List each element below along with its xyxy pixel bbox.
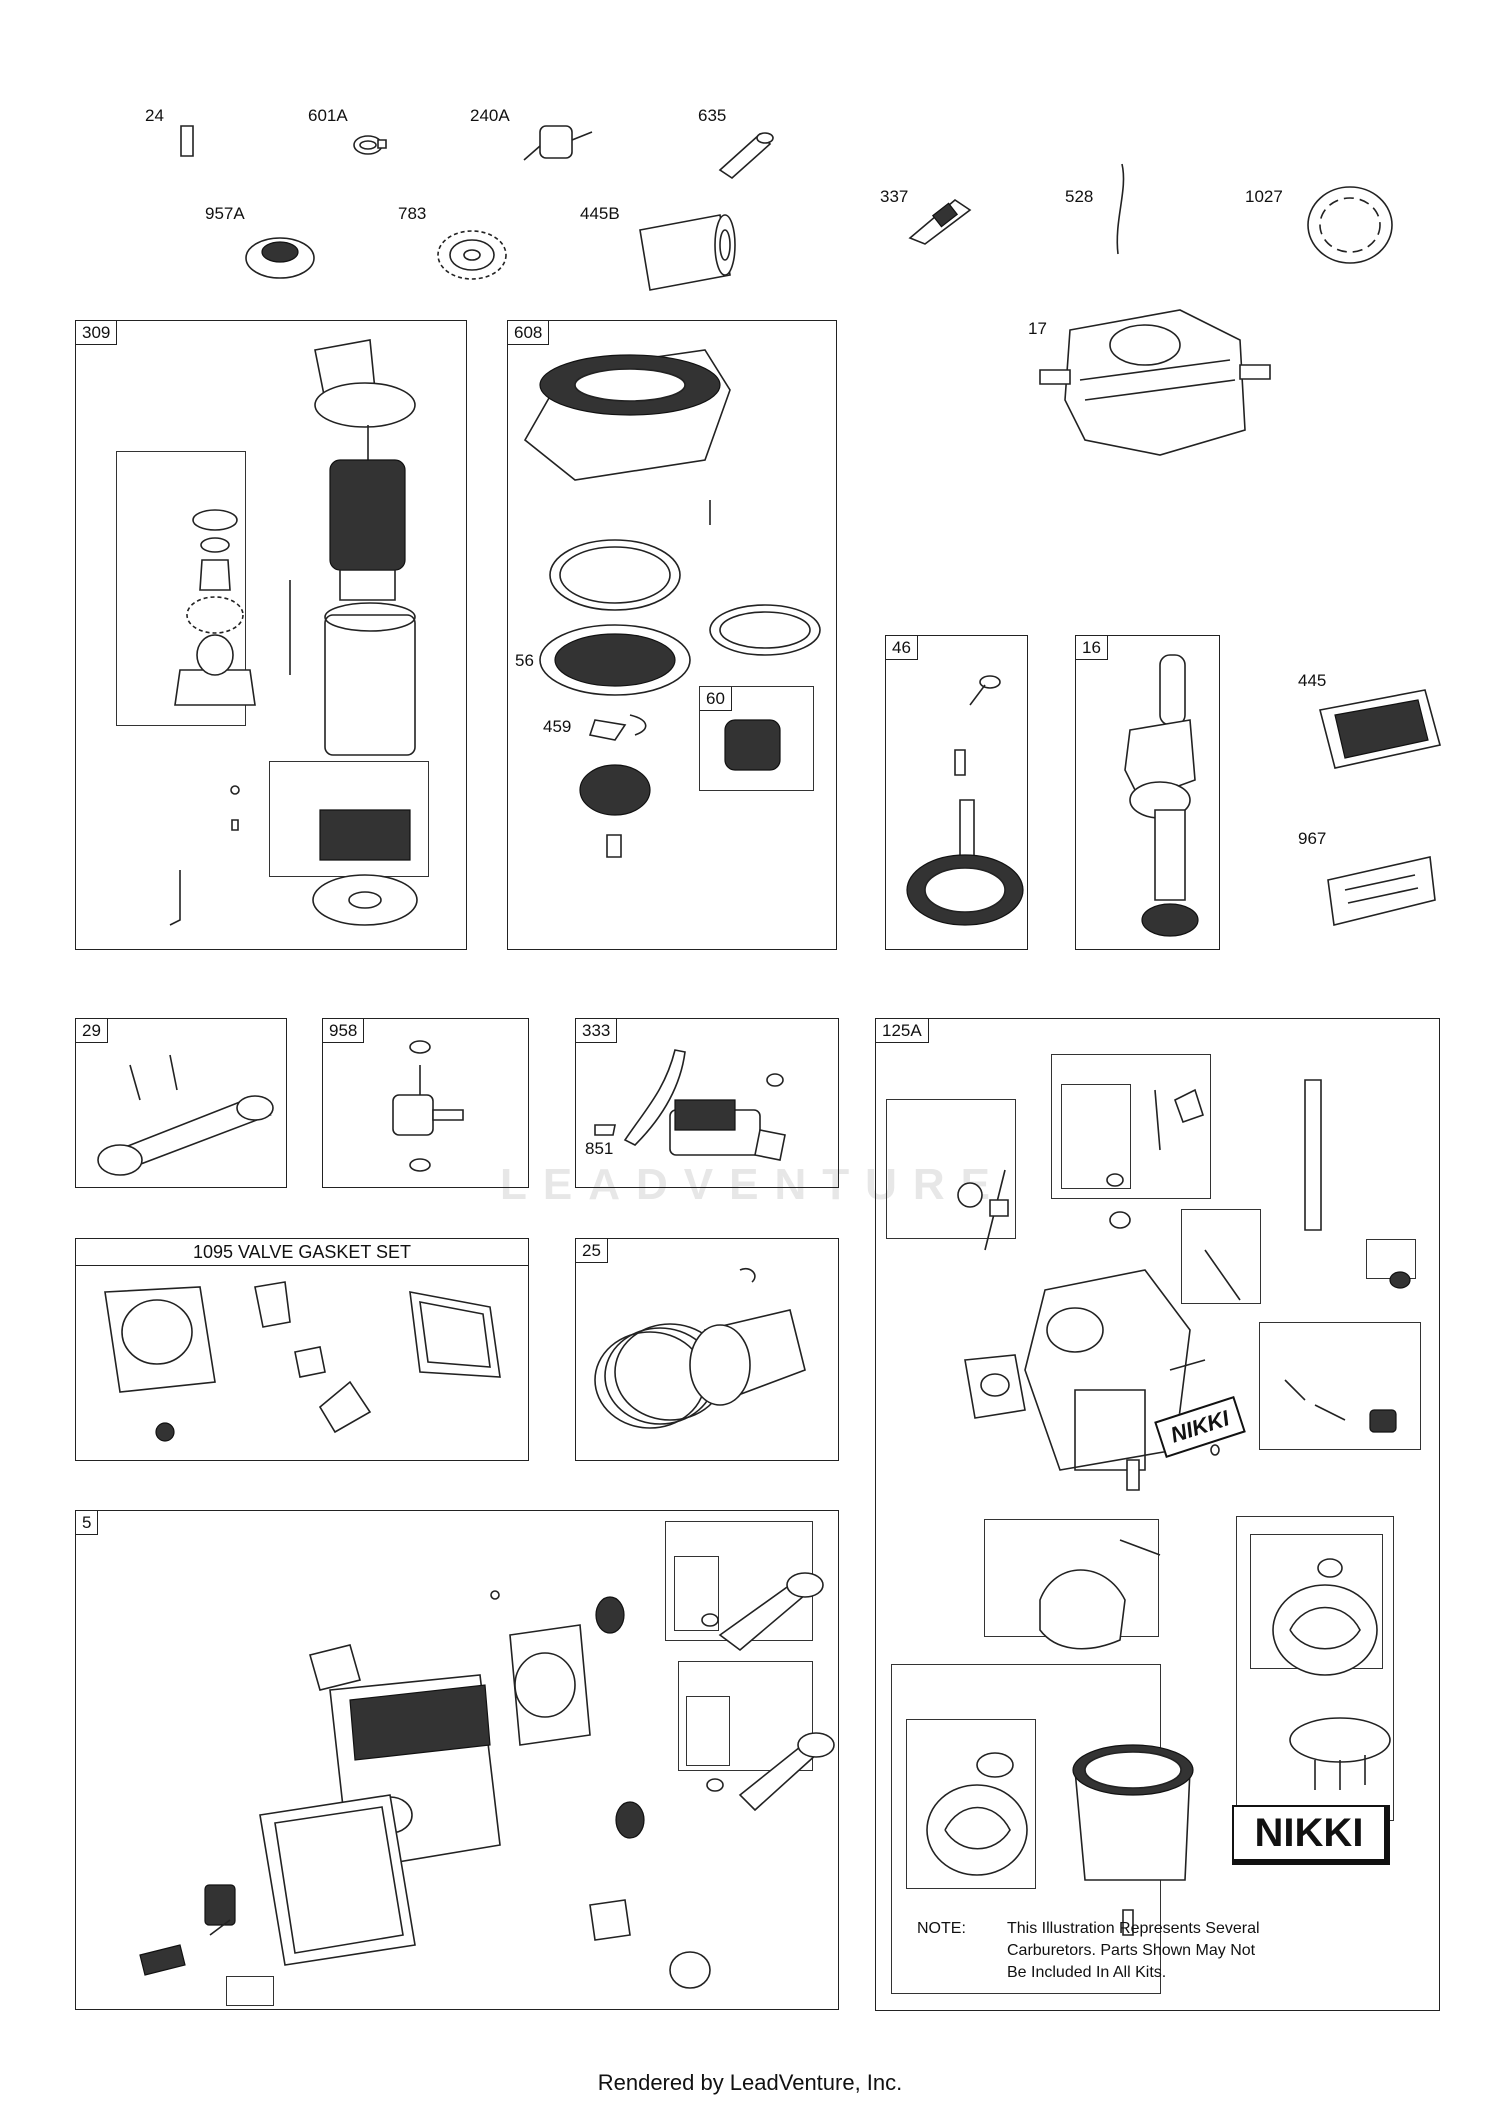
subbox-intake-valve [678, 1661, 813, 1771]
part-label-967: 967 [1298, 829, 1327, 848]
box-309-starter: 309 [75, 320, 467, 950]
part-528-hose-icon [1100, 160, 1140, 260]
box-1095-valve-gasket-set: 1095 VALVE GASKET SET [75, 1238, 529, 1461]
part-label-528: 528 [1065, 187, 1094, 206]
box-333-armature: 333 [575, 1018, 839, 1188]
box-title-1095: 1095 VALVE GASKET SET [76, 1239, 528, 1266]
part-label-851: 851 [585, 1139, 614, 1158]
subbox-keeper-1 [674, 1556, 719, 1631]
subbox-60-handle: 60 [699, 686, 814, 791]
part-967-decal-icon [1320, 845, 1440, 935]
ignition-armature-icon [585, 1030, 835, 1180]
box-tag-958: 958 [323, 1019, 365, 1043]
box-tag-5: 5 [76, 1511, 99, 1535]
part-445b-air-filter-icon [625, 205, 745, 295]
box-25-piston: 25 [575, 1238, 839, 1461]
part-24-key-icon [178, 124, 198, 160]
part-label-445: 445 [1298, 671, 1327, 690]
part-label-56: 56 [515, 651, 534, 670]
box-tag-16: 16 [1076, 636, 1108, 660]
footer-rendered-by: Rendered by LeadVenture, Inc. [597, 2070, 903, 2095]
box-958-fuel-shutoff: 958 [322, 1018, 529, 1188]
part-337-spark-plug-icon [900, 188, 980, 248]
box-tag-125a: 125A [876, 1019, 929, 1043]
box-tag-60: 60 [700, 687, 732, 711]
note-line-3: Be Included In All Kits. [1007, 1964, 1167, 1981]
subbox-bushing [1061, 1084, 1131, 1189]
watermark-text: LEADVENTURE [500, 1160, 1007, 1209]
part-label-24: 24 [145, 106, 164, 125]
note-line-1: This Illustration Represents Several [1007, 1920, 1260, 1937]
part-label-445b: 445B [580, 204, 620, 223]
subbox-throttle-shaft [1051, 1054, 1211, 1199]
box-tag-333: 333 [576, 1019, 618, 1043]
box-tag-309: 309 [76, 321, 118, 345]
part-445-pre-filter-icon [1310, 680, 1450, 775]
cylinder-head-parts-icon [90, 1525, 830, 2005]
part-label-459: 459 [543, 717, 572, 736]
subbox-bowl-gasket [906, 1719, 1036, 1889]
recoil-starter-parts-icon [515, 330, 825, 890]
box-125a-carburetor: 125A [875, 1018, 1440, 2011]
nikki-brand-label-large: NIKKI [1232, 1805, 1390, 1865]
subbox-keeper-2 [686, 1696, 730, 1766]
box-tag-25: 25 [576, 1239, 608, 1263]
part-635-pin-icon [710, 120, 780, 180]
part-label-337: 337 [880, 187, 909, 206]
starter-motor-parts-icon [120, 330, 450, 940]
box-608-recoil-starter: 608 60 [507, 320, 837, 950]
part-957a-knob-icon [240, 230, 320, 285]
part-label-783: 783 [398, 204, 427, 223]
camshaft-parts-icon [895, 670, 1020, 940]
part-240a-fuel-filter-icon [520, 118, 600, 173]
part-label-240a: 240A [470, 106, 510, 125]
fuel-shutoff-valve-icon [375, 1035, 485, 1180]
subbox-choke-shaft [886, 1099, 1016, 1239]
subbox-solenoid [1259, 1322, 1421, 1450]
part-601a-clamp-icon [350, 130, 390, 160]
box-29-connecting-rod: 29 [75, 1018, 287, 1188]
box-16-crankshaft: 16 [1075, 635, 1220, 950]
part-1027-oil-filter-icon [1300, 180, 1400, 270]
part-label-957a: 957A [205, 204, 245, 223]
note-line-2: Carburetors. Parts Shown May Not [1007, 1942, 1256, 1959]
part-label-601a: 601A [308, 106, 348, 125]
part-783-gear-icon [432, 225, 512, 285]
subbox-bolt [226, 1976, 274, 2006]
part-label-635: 635 [698, 106, 727, 125]
box-tag-29: 29 [76, 1019, 108, 1043]
carburetor-parts-icon [885, 1040, 1435, 1960]
box-46-camshaft: 46 [885, 635, 1028, 950]
part-17-engine-block-icon [1040, 290, 1270, 460]
subbox-idle-screw [1181, 1209, 1261, 1304]
part-label-1027: 1027 [1245, 187, 1283, 206]
box-tag-46: 46 [886, 636, 918, 660]
note-label: NOTE: [917, 1920, 966, 1937]
connecting-rod-icon [95, 1040, 280, 1180]
valve-gasket-set-icon [85, 1272, 520, 1452]
part-label-17: 17 [1028, 319, 1047, 338]
crankshaft-icon [1090, 650, 1210, 940]
subbox-starter-drive [116, 451, 246, 726]
box-tag-608: 608 [508, 321, 550, 345]
piston-rings-icon [590, 1260, 830, 1450]
